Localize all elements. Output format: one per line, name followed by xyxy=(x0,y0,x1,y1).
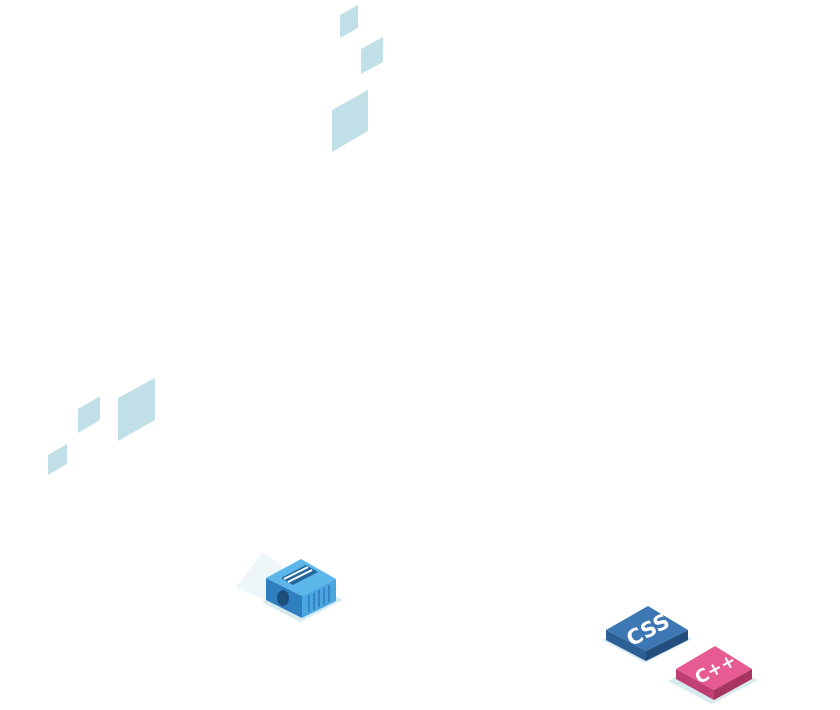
floating-tiles-lower xyxy=(48,378,155,475)
keycap-side-right xyxy=(714,669,752,700)
floating-tile-icon xyxy=(78,396,100,433)
sharpener-icon xyxy=(236,552,343,622)
keycap-side-left xyxy=(606,630,646,661)
floating-tile-icon xyxy=(118,378,155,441)
floating-tiles-upper xyxy=(332,5,383,152)
keycap-icon xyxy=(676,646,752,690)
floating-tile-icon xyxy=(340,5,358,38)
keycap-side-left xyxy=(676,669,714,700)
css-keycap: CSS xyxy=(602,606,692,663)
keycap-side-right xyxy=(646,630,688,661)
sharpener-hole xyxy=(277,590,289,606)
floating-tile-icon xyxy=(332,90,368,152)
keycap-icon xyxy=(606,606,688,651)
floating-tile-icon xyxy=(361,37,383,74)
floating-tile-icon xyxy=(48,444,67,475)
cpp-keycap: C++ xyxy=(668,646,758,704)
